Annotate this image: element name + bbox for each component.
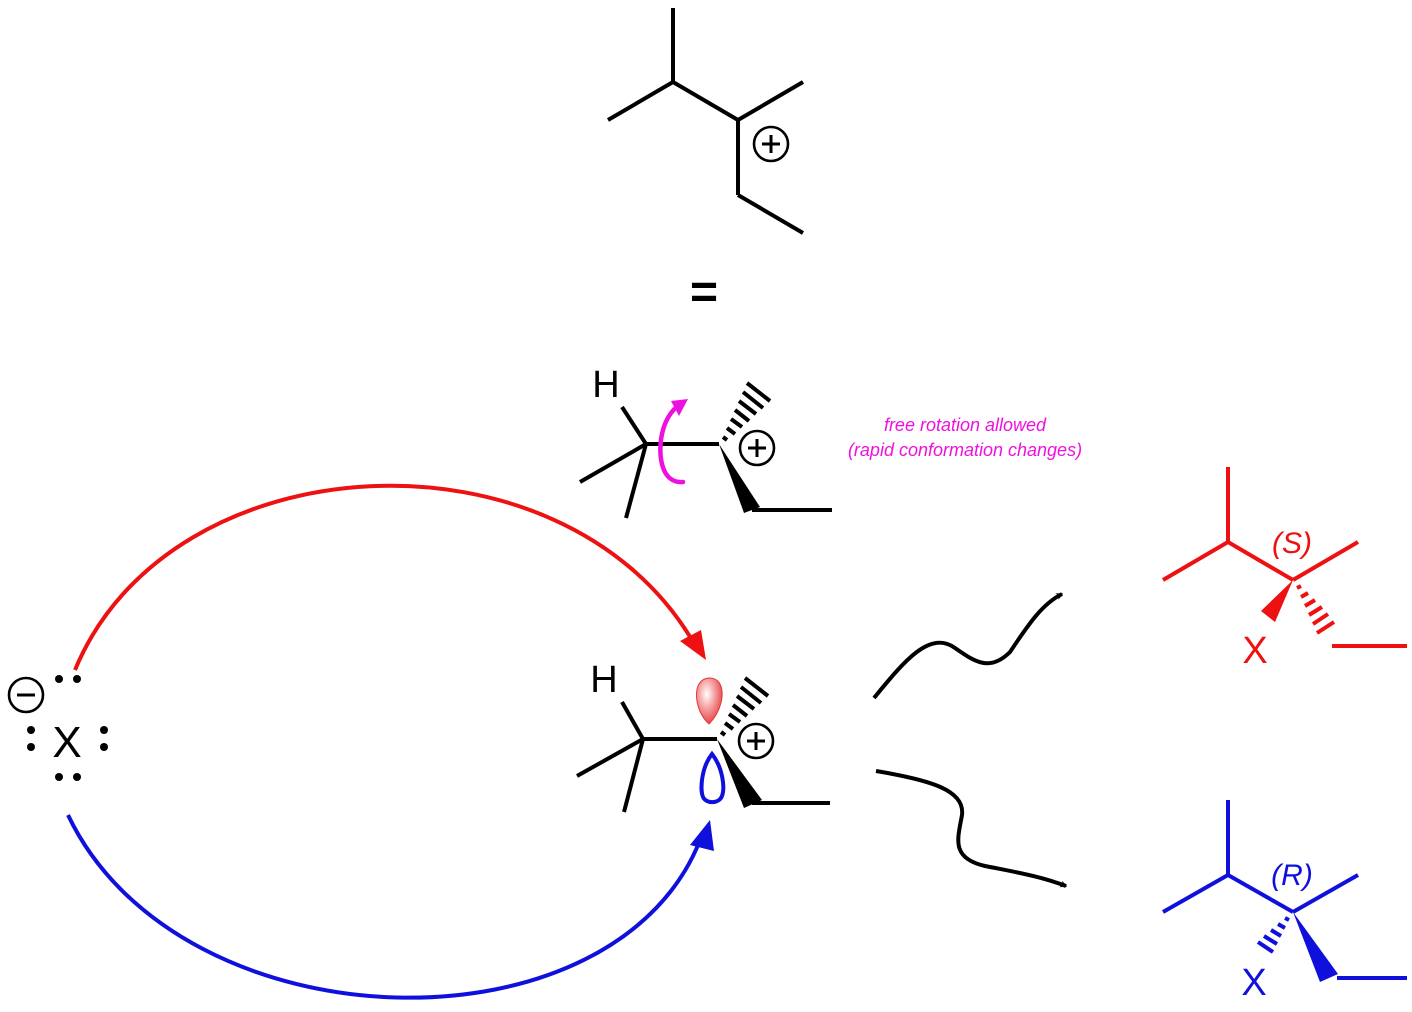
- bond: [1162, 873, 1229, 914]
- rotation-arrow: [658, 399, 688, 485]
- red-attack-arrow: [73, 483, 706, 671]
- hydrogen-label: H: [590, 659, 617, 701]
- bond: [620, 701, 645, 740]
- bond: [1226, 540, 1295, 582]
- bond: [1292, 873, 1359, 914]
- equals-sign: =: [690, 266, 718, 319]
- config-label-r: (R): [1271, 859, 1313, 892]
- substituent-x: X: [1242, 630, 1267, 672]
- bond: [1291, 540, 1360, 582]
- p-orbital-bottom-lobe: [699, 750, 726, 805]
- bond: [1227, 873, 1294, 914]
- wedge-bond: [1293, 912, 1338, 982]
- wedge-bond: [719, 444, 760, 513]
- bond: [1161, 540, 1230, 582]
- top-carbocation-skeletal: [606, 8, 805, 235]
- hash-bond: [719, 676, 770, 737]
- hash-bond: [1296, 584, 1336, 635]
- bond: [736, 80, 805, 122]
- substituent-x: X: [1241, 962, 1266, 1004]
- bond: [576, 737, 644, 778]
- hydrogen-label: H: [592, 364, 619, 406]
- product-s: (S) X: [1161, 467, 1407, 672]
- squiggle-arrow-bottom: [875, 769, 1068, 888]
- plus-charge-middle: [738, 429, 776, 467]
- bond: [671, 80, 740, 122]
- hash-bond: [1256, 916, 1290, 954]
- free-rotation-note: free rotation allowed: [884, 415, 1047, 435]
- hash-bond: [721, 381, 772, 442]
- center-carbocation-3d: [576, 701, 830, 813]
- plus-charge-top: [752, 125, 790, 163]
- free-rotation-note-detail: (rapid conformation changes): [848, 440, 1082, 460]
- minus-charge: [7, 676, 45, 714]
- middle-carbocation-3d: [579, 405, 832, 519]
- bond: [624, 443, 648, 519]
- p-orbital-top-lobe: [696, 677, 723, 725]
- bond: [620, 405, 648, 446]
- lone-pair-dots: [27, 675, 108, 781]
- bond: [736, 193, 805, 235]
- squiggle-arrow-top: [872, 592, 1064, 700]
- nucleophile-x: X: [52, 718, 81, 767]
- blue-attack-arrow: [66, 814, 714, 1000]
- bond: [579, 442, 647, 484]
- wedge-bond: [717, 739, 762, 808]
- bond: [622, 738, 645, 813]
- config-label-s: (S): [1272, 527, 1312, 560]
- product-r: (R) X: [1162, 800, 1407, 1004]
- bond: [606, 80, 675, 122]
- plus-charge-center: [737, 722, 775, 760]
- wedge-bond: [1261, 580, 1293, 622]
